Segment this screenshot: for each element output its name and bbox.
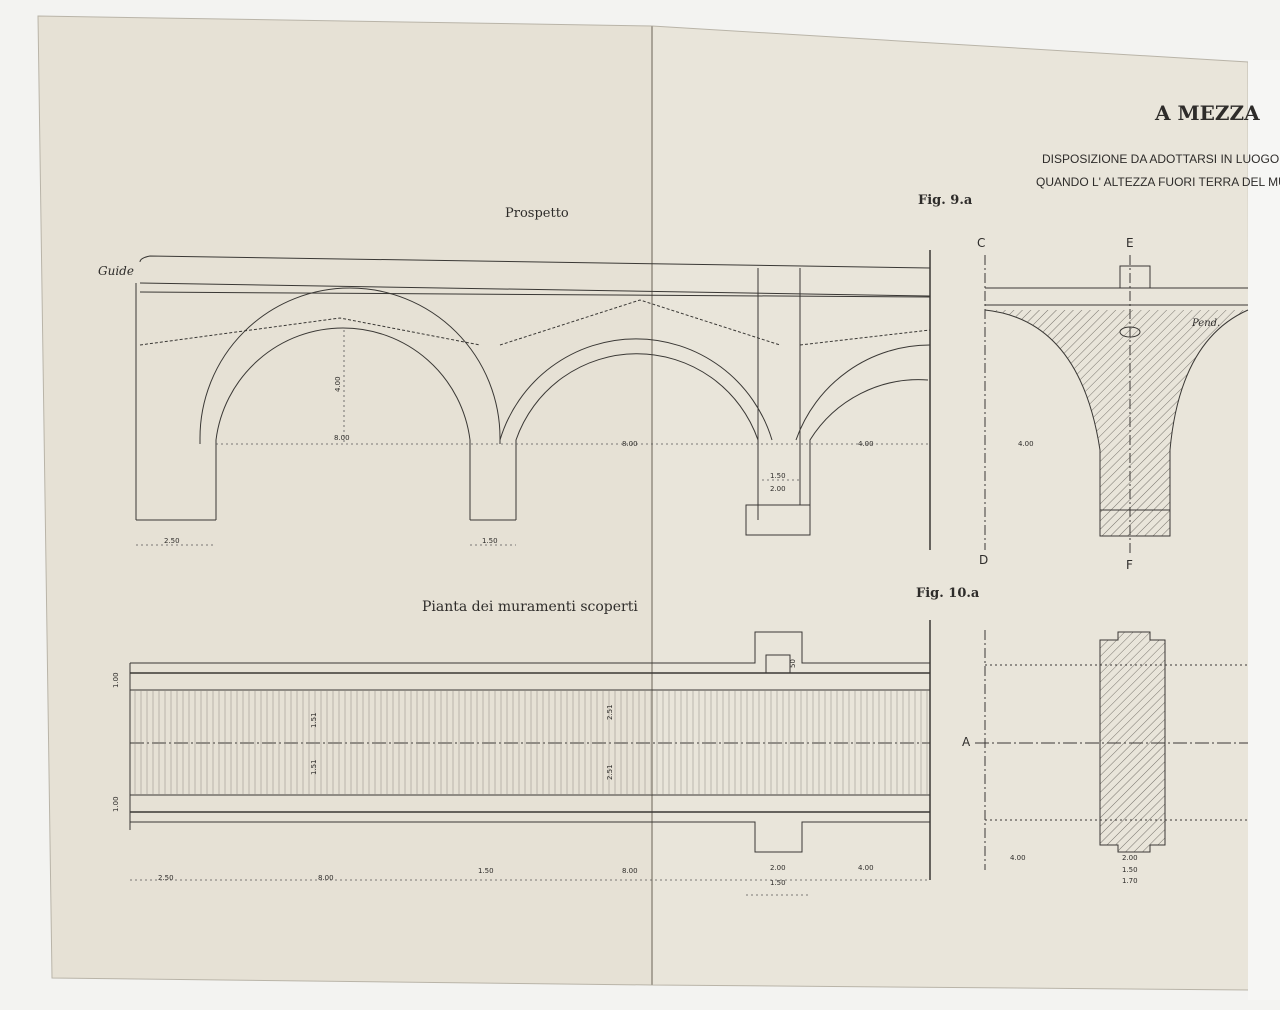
plate-subtitle-2: QUANDO L' ALTEZZA FUORI TERRA DEL MU bbox=[1036, 175, 1280, 189]
svg-text:4.00: 4.00 bbox=[858, 440, 874, 448]
svg-text:8.00: 8.00 bbox=[622, 867, 638, 875]
svg-text:2.51: 2.51 bbox=[606, 704, 614, 720]
plan-dimension-lines bbox=[130, 879, 930, 896]
svg-text:2.00: 2.00 bbox=[1122, 854, 1138, 862]
svg-text:50: 50 bbox=[789, 659, 797, 668]
svg-text:4.00: 4.00 bbox=[858, 864, 874, 872]
fig9-section bbox=[984, 255, 1249, 555]
fig10-plan bbox=[975, 630, 1248, 870]
svg-text:1.70: 1.70 bbox=[1122, 877, 1138, 885]
section-letter-d: D bbox=[979, 553, 988, 567]
dimension-labels: 4.00 8.00 8.00 4.00 1.50 2.00 2.50 1.50 … bbox=[112, 376, 1138, 887]
left-page bbox=[37, 15, 653, 986]
plan-title: Pianta dei muramenti scoperti bbox=[422, 599, 638, 615]
svg-text:1.00: 1.00 bbox=[112, 672, 120, 688]
fig10-label: Fig. 10.a bbox=[916, 586, 980, 601]
svg-text:2.50: 2.50 bbox=[164, 537, 180, 545]
svg-text:8.00: 8.00 bbox=[334, 434, 350, 442]
svg-text:1.50: 1.50 bbox=[478, 867, 494, 875]
svg-text:2.50: 2.50 bbox=[158, 874, 174, 882]
svg-text:1.51: 1.51 bbox=[310, 712, 318, 728]
guide-label: Guide bbox=[98, 264, 134, 278]
svg-text:1.51: 1.51 bbox=[310, 759, 318, 775]
svg-text:2.51: 2.51 bbox=[606, 764, 614, 780]
background-edge bbox=[1248, 60, 1280, 1000]
svg-text:8.00: 8.00 bbox=[318, 874, 334, 882]
svg-text:4.00: 4.00 bbox=[1010, 854, 1026, 862]
plate-title: A MEZZA bbox=[1154, 101, 1260, 125]
svg-text:1.50: 1.50 bbox=[1122, 866, 1138, 874]
svg-text:1.50: 1.50 bbox=[770, 472, 786, 480]
section-letter-a: A bbox=[962, 735, 971, 749]
section-letter-f: F bbox=[1126, 558, 1133, 572]
plate-subtitle-1: DISPOSIZIONE DA ADOTTARSI IN LUOGO bbox=[1042, 152, 1279, 166]
plan-drawing bbox=[129, 620, 931, 880]
svg-text:2.00: 2.00 bbox=[770, 485, 786, 493]
section-letter-c: C bbox=[977, 236, 985, 250]
pend-label: Pend. bbox=[1191, 318, 1220, 329]
svg-text:8.00: 8.00 bbox=[622, 440, 638, 448]
elevation-title: Prospetto bbox=[505, 206, 569, 221]
svg-text:4.00: 4.00 bbox=[334, 376, 342, 392]
fig9-label: Fig. 9.a bbox=[918, 193, 973, 208]
section-letter-e: E bbox=[1126, 236, 1134, 250]
svg-text:1.50: 1.50 bbox=[770, 879, 786, 887]
svg-text:4.00: 4.00 bbox=[1018, 440, 1034, 448]
svg-text:1.00: 1.00 bbox=[112, 796, 120, 812]
svg-text:1.50: 1.50 bbox=[482, 537, 498, 545]
elevation-drawing bbox=[135, 250, 931, 550]
svg-text:2.00: 2.00 bbox=[770, 864, 786, 872]
elevation-dimension-lines bbox=[136, 330, 930, 546]
